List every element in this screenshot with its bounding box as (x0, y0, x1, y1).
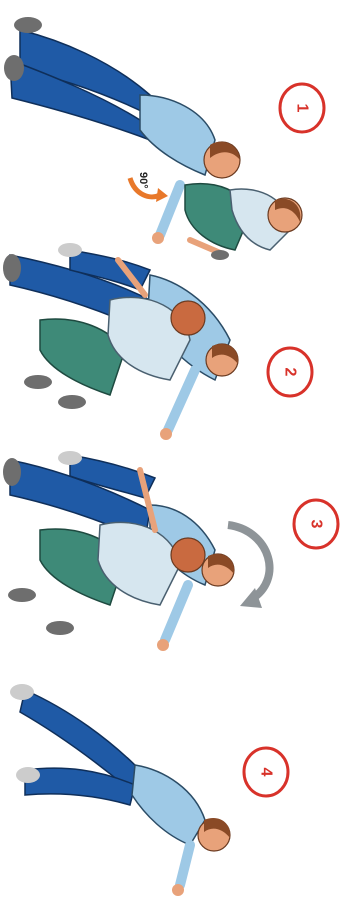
shoe-icon (58, 451, 82, 465)
step-1-number: 1 (294, 104, 311, 113)
step-2-illustration (3, 243, 238, 440)
shoe-icon (3, 254, 21, 282)
step-2-number: 2 (282, 368, 299, 377)
shoe-icon (58, 243, 82, 257)
step-4-illustration (10, 684, 230, 896)
step-4-badge: 4 (244, 748, 288, 796)
shoe-icon (16, 767, 40, 783)
shoe-icon (10, 684, 34, 700)
step-4-number: 4 (258, 768, 275, 777)
step-3-number: 3 (308, 520, 325, 529)
step-1-badge: 1 (280, 84, 324, 132)
shoe-icon (3, 458, 21, 486)
shoe-icon (14, 17, 42, 33)
angle-label: 90° (137, 172, 149, 189)
step-3-badge: 3 (294, 500, 338, 548)
step-2-badge: 2 (268, 348, 312, 396)
step-1-illustration: 90° (4, 17, 302, 260)
rotate-arrow-icon (228, 525, 270, 600)
step-3-illustration (3, 451, 270, 651)
shoe-icon (4, 55, 24, 81)
